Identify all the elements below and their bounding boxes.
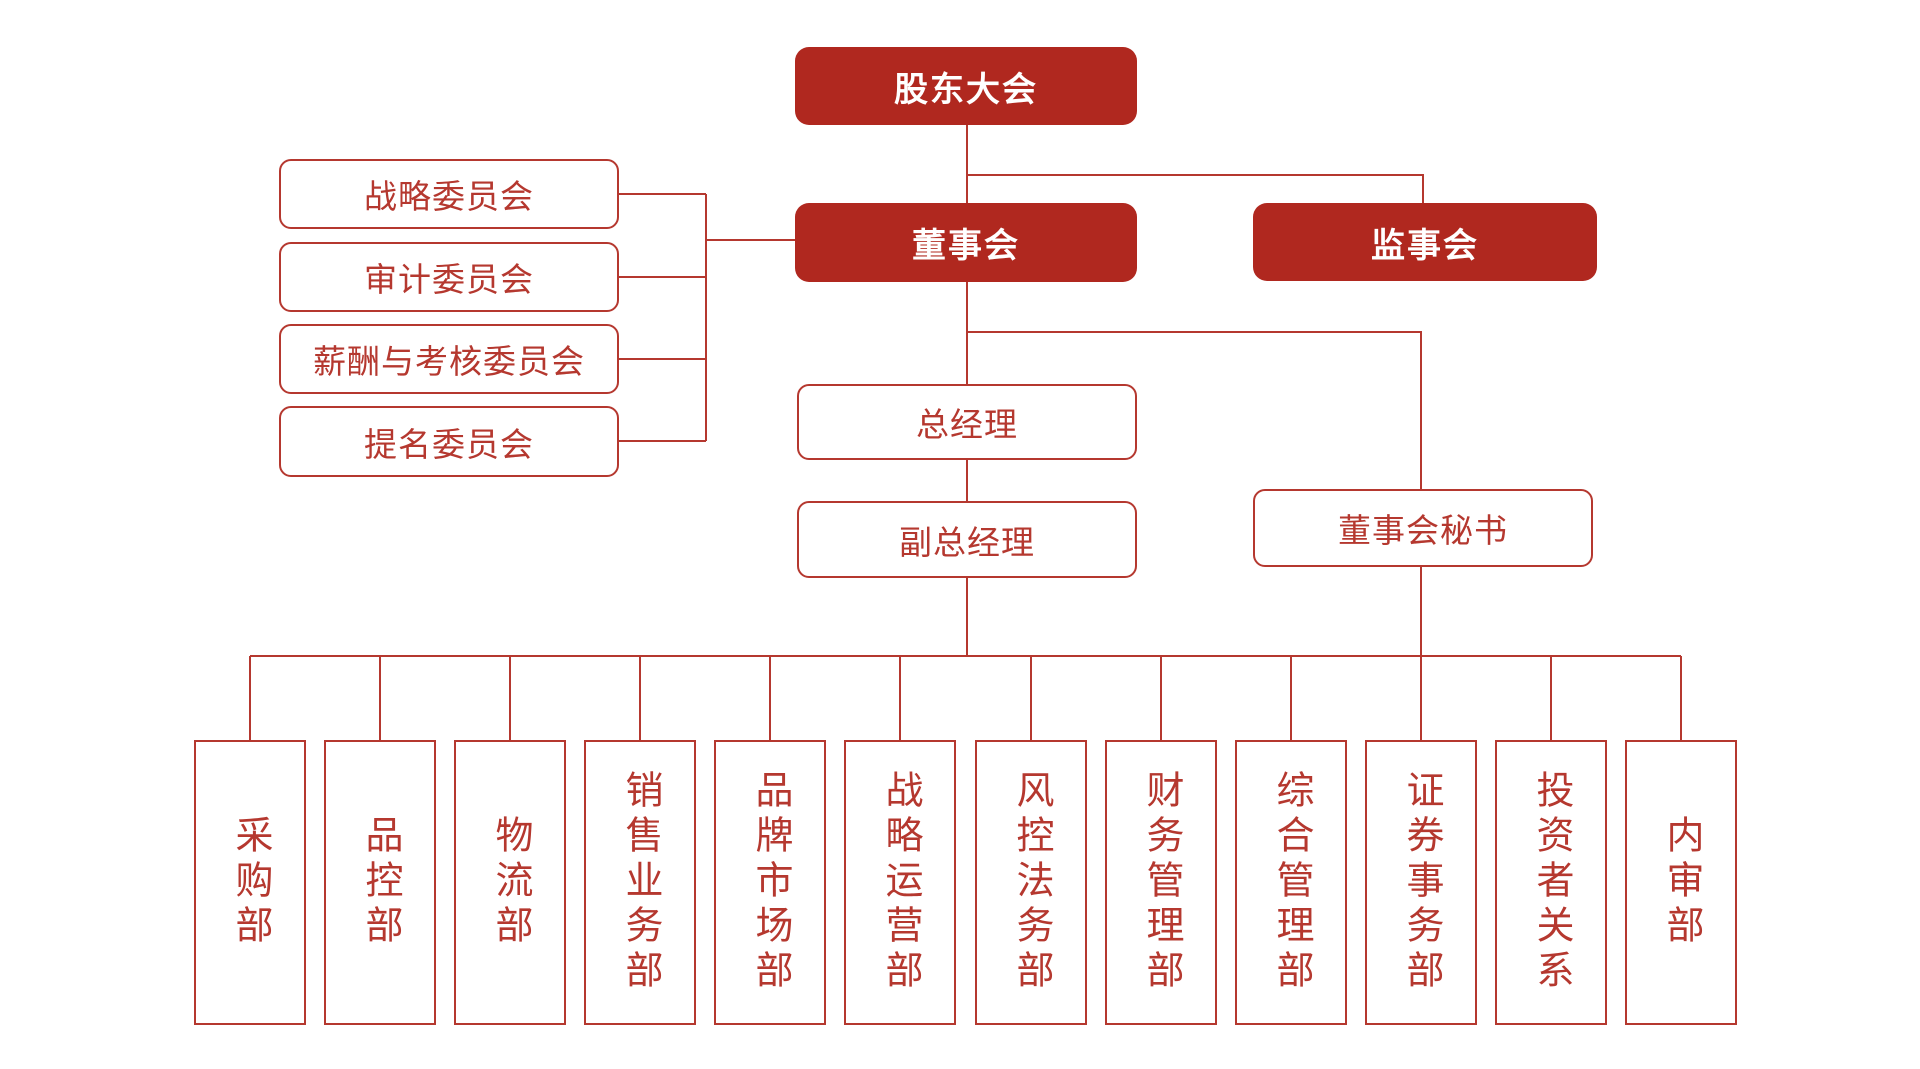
dept-procurement-box: 采购部 <box>194 740 306 1025</box>
committee-strategy-box: 战略委员会 <box>279 159 619 229</box>
dept-finance-management-label: 财务管理部 <box>1140 770 1182 995</box>
dept-internal-audit-label: 内审部 <box>1660 815 1702 950</box>
dept-strategy-operations-label: 战略运营部 <box>879 770 921 995</box>
dept-investor-relations-label: 投资者关系 <box>1530 770 1572 995</box>
dept-quality-control-label: 品控部 <box>359 815 401 950</box>
dept-sales-business-box: 销售业务部 <box>584 740 696 1025</box>
dept-sales-business-label: 销售业务部 <box>619 770 661 995</box>
dept-logistics-label: 物流部 <box>489 815 531 950</box>
general-manager-box: 总经理 <box>797 384 1137 460</box>
dept-general-management-box: 综合管理部 <box>1235 740 1347 1025</box>
dept-brand-marketing-box: 品牌市场部 <box>714 740 826 1025</box>
dept-finance-management-box: 财务管理部 <box>1105 740 1217 1025</box>
dept-risk-legal-box: 风控法务部 <box>975 740 1087 1025</box>
dept-investor-relations-box: 投资者关系 <box>1495 740 1607 1025</box>
connector-board-to-secretary <box>967 331 1422 489</box>
dept-logistics-box: 物流部 <box>454 740 566 1025</box>
dept-general-management-label: 综合管理部 <box>1270 770 1312 995</box>
dept-procurement-label: 采购部 <box>229 815 271 950</box>
connector-shareholders-to-supervisory <box>967 174 1424 203</box>
board-of-directors-box: 董事会 <box>795 203 1137 282</box>
deputy-general-manager-box: 副总经理 <box>797 501 1137 578</box>
dept-brand-marketing-label: 品牌市场部 <box>749 770 791 995</box>
dept-risk-legal-label: 风控法务部 <box>1010 770 1052 995</box>
shareholders-meeting-box: 股东大会 <box>795 47 1137 125</box>
committee-audit-box: 审计委员会 <box>279 242 619 312</box>
committee-nomination-box: 提名委员会 <box>279 406 619 477</box>
dept-securities-affairs-box: 证券事务部 <box>1365 740 1477 1025</box>
dept-securities-affairs-label: 证券事务部 <box>1400 770 1442 995</box>
supervisory-board-box: 监事会 <box>1253 203 1597 281</box>
dept-internal-audit-box: 内审部 <box>1625 740 1737 1025</box>
board-secretary-box: 董事会秘书 <box>1253 489 1593 567</box>
committee-remuneration-assessment-box: 薪酬与考核委员会 <box>279 324 619 394</box>
dept-quality-control-box: 品控部 <box>324 740 436 1025</box>
dept-strategy-operations-box: 战略运营部 <box>844 740 956 1025</box>
